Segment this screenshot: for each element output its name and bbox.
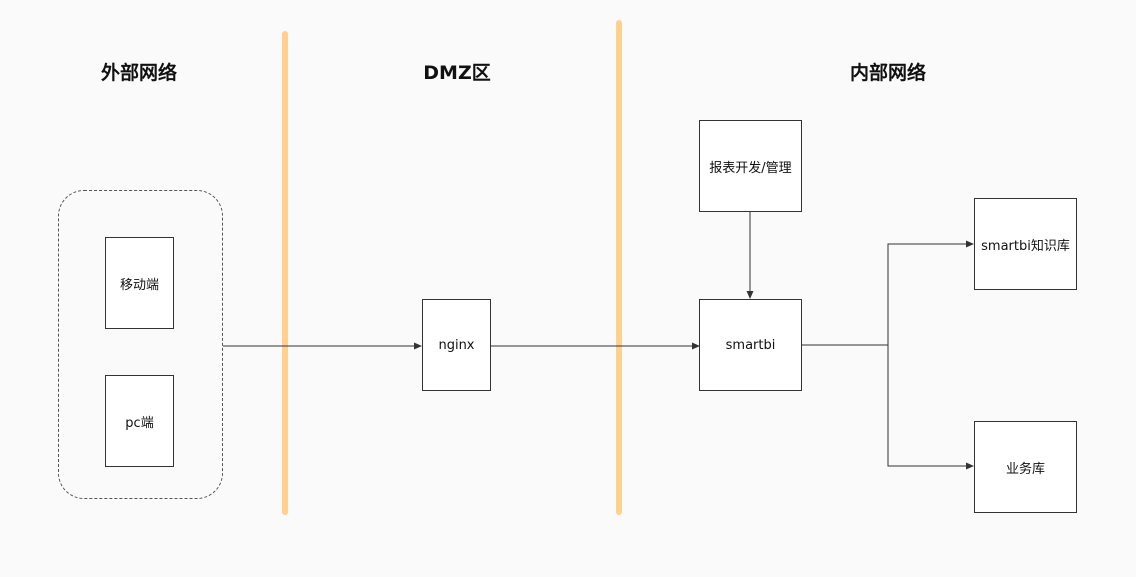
zone-title-external: 外部网络 xyxy=(100,62,178,84)
zone-title-internal: 内部网络 xyxy=(849,62,927,84)
node-business-db: 业务库 xyxy=(974,421,1077,513)
node-smartbi: smartbi xyxy=(699,299,802,391)
zone-title-dmz: DMZ区 xyxy=(423,62,491,84)
edge-smartbi-to-knowledge-db xyxy=(802,240,974,346)
client-group xyxy=(58,190,223,499)
node-knowledge-db: smartbi知识库 xyxy=(974,198,1077,290)
node-pc: pc端 xyxy=(105,375,174,467)
node-report-dev: 报表开发/管理 xyxy=(699,120,802,212)
edge-smartbi-to-business-db xyxy=(802,344,974,470)
node-nginx: nginx xyxy=(422,299,491,391)
node-mobile: 移动端 xyxy=(105,237,174,329)
